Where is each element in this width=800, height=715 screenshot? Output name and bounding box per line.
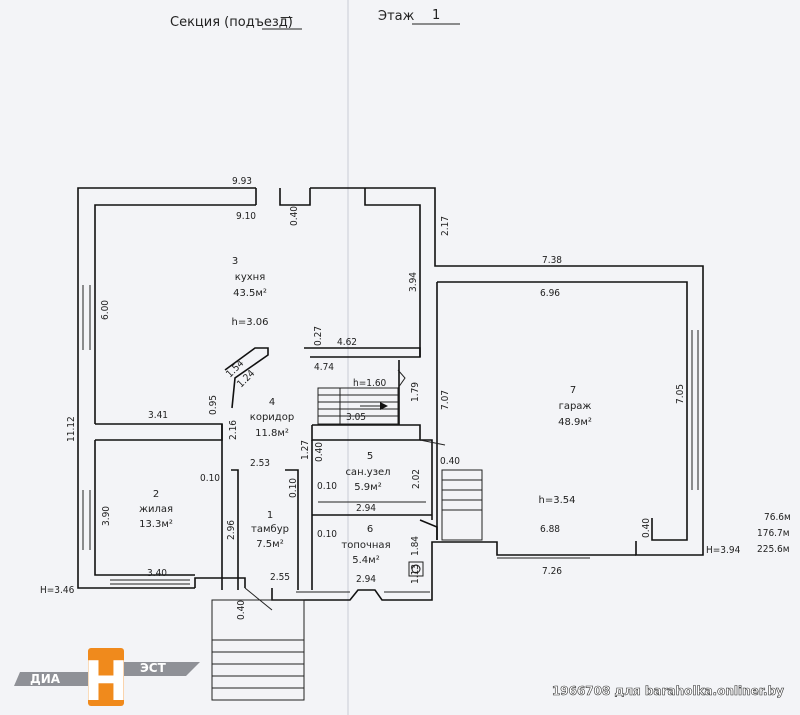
dim-label: 11.12 <box>66 416 77 442</box>
dim-label: 7.07 <box>440 390 451 410</box>
dim-label: 0.40 <box>289 206 300 226</box>
room-name: гараж <box>559 401 592 412</box>
dim-label: 3.05 <box>346 412 366 423</box>
exterior-stairs <box>211 469 483 701</box>
room-area: 5.9м² <box>354 482 381 493</box>
room-area: 43.5м² <box>233 288 267 299</box>
dim-label: 3.40 <box>147 568 167 579</box>
dim-label: h=1.60 <box>353 378 387 389</box>
outer-walls <box>77 187 704 601</box>
room-number: 5 <box>367 451 373 462</box>
logo-badge <box>88 648 124 706</box>
room-number: 2 <box>153 489 159 500</box>
dim-label: 7.05 <box>675 384 686 404</box>
dim-label: 0.10 <box>288 478 299 498</box>
dim-label: 2.16 <box>228 420 239 440</box>
room-vestibule: 1 тамбур 7.5м² <box>251 510 289 550</box>
room-area: 7.5м² <box>256 539 283 550</box>
dim-label: 0.10 <box>200 473 220 484</box>
room-boiler: 6 топочная 5.4м² <box>341 524 390 566</box>
dimension-labels: 9.93 9.10 7.38 6.96 4.62 4.74 h=1.60 3.4… <box>147 176 562 585</box>
door-swings <box>244 439 446 611</box>
room-height: h=3.06 <box>232 317 269 328</box>
dim-label: 9.93 <box>232 176 252 187</box>
dim-label: 7.38 <box>542 255 562 266</box>
interior-walls <box>95 347 433 590</box>
room-number: 3 <box>232 256 238 267</box>
total-area-2: 176.7м <box>757 528 790 539</box>
room-number: 6 <box>367 524 373 535</box>
section-label: Секция (подъезд) <box>170 15 293 30</box>
boiler-symbol <box>408 561 424 577</box>
room-garage: 7 гараж 48.9м² h=3.54 <box>539 385 592 506</box>
dim-label: 2.94 <box>356 574 376 585</box>
room-kitchen: 3 кухня 43.5м² h=3.06 <box>232 256 269 328</box>
dim-label: 2.17 <box>440 216 451 236</box>
level-left: H=3.46 <box>40 585 75 596</box>
dim-label: 0.95 <box>208 395 219 415</box>
dim-label: 7.26 <box>542 566 562 577</box>
floor-value: 1 <box>432 8 440 23</box>
dim-label: 2.53 <box>250 458 270 469</box>
dim-label: 3.90 <box>101 506 112 526</box>
dim-label: 2.02 <box>411 469 422 489</box>
windows <box>82 285 699 593</box>
dimension-labels-vertical: 0.40 2.17 3.94 6.00 0.27 1.54 1.24 1.79 … <box>66 206 686 620</box>
dim-label: 2.96 <box>226 520 237 540</box>
watermark-caption: 1966708 для baraholka.onliner.by <box>552 684 784 698</box>
room-name: тамбур <box>251 524 289 535</box>
dim-label: 2.94 <box>356 503 376 514</box>
dim-label: 6.96 <box>540 288 560 299</box>
total-area-3: 225.6м <box>757 544 790 555</box>
room-name: сан.узел <box>345 467 390 478</box>
room-number: 1 <box>267 510 273 521</box>
room-living: 2 жилая 13.3м² <box>139 489 173 530</box>
dim-label: 2.55 <box>270 572 290 583</box>
dim-label: 6.88 <box>540 524 560 535</box>
logo-text-left: ДИА <box>30 672 61 686</box>
dim-label: 0.10 <box>317 529 337 540</box>
dim-label: 0.40 <box>236 600 247 620</box>
dim-label: 0.40 <box>440 456 460 467</box>
dim-label: 1.27 <box>300 440 311 460</box>
section-value: — <box>280 10 293 25</box>
floor-label: Этаж <box>378 9 415 24</box>
dim-label: 1.84 <box>410 536 421 556</box>
stairs-arrow-icon <box>380 402 388 410</box>
dim-label: 9.10 <box>236 211 256 222</box>
room-name: топочная <box>341 540 390 551</box>
dim-label: 3.41 <box>148 410 168 421</box>
dim-label: 1.13 <box>410 564 421 584</box>
total-area-1: 76.6м <box>764 512 791 523</box>
dim-label: 0.40 <box>641 518 652 538</box>
dim-label: 4.62 <box>337 337 357 348</box>
boiler-circle <box>411 564 421 574</box>
level-right: H=3.94 <box>706 545 741 556</box>
room-corridor: 4 коридор 11.8м² <box>250 397 294 439</box>
room-name: коридор <box>250 412 294 423</box>
interior-stairs <box>317 369 406 425</box>
room-number: 4 <box>269 397 275 408</box>
room-bathroom: 5 сан.узел 5.9м² <box>345 451 390 493</box>
dim-label: 0.10 <box>317 481 337 492</box>
room-area: 48.9м² <box>558 417 592 428</box>
logo-letter: Н <box>83 650 128 713</box>
room-name: жилая <box>139 504 173 515</box>
dim-label: 4.74 <box>314 362 334 373</box>
room-name: кухня <box>235 272 265 283</box>
dim-label: 0.40 <box>314 442 325 462</box>
logo-text-right: ЭСТ <box>140 661 167 675</box>
dim-label: 1.79 <box>410 382 421 402</box>
area-totals: 76.6м 176.7м 225.6м <box>757 512 791 555</box>
room-number: 7 <box>570 385 576 396</box>
room-area: 5.4м² <box>352 555 379 566</box>
room-area: 13.3м² <box>139 519 173 530</box>
dim-label: 0.27 <box>313 326 324 346</box>
room-area: 11.8м² <box>255 428 289 439</box>
room-height: h=3.54 <box>539 495 576 506</box>
company-logo: ДИА Н ЭСТ <box>14 648 200 713</box>
dim-label: 6.00 <box>100 300 111 320</box>
dim-label: 3.94 <box>408 272 419 292</box>
